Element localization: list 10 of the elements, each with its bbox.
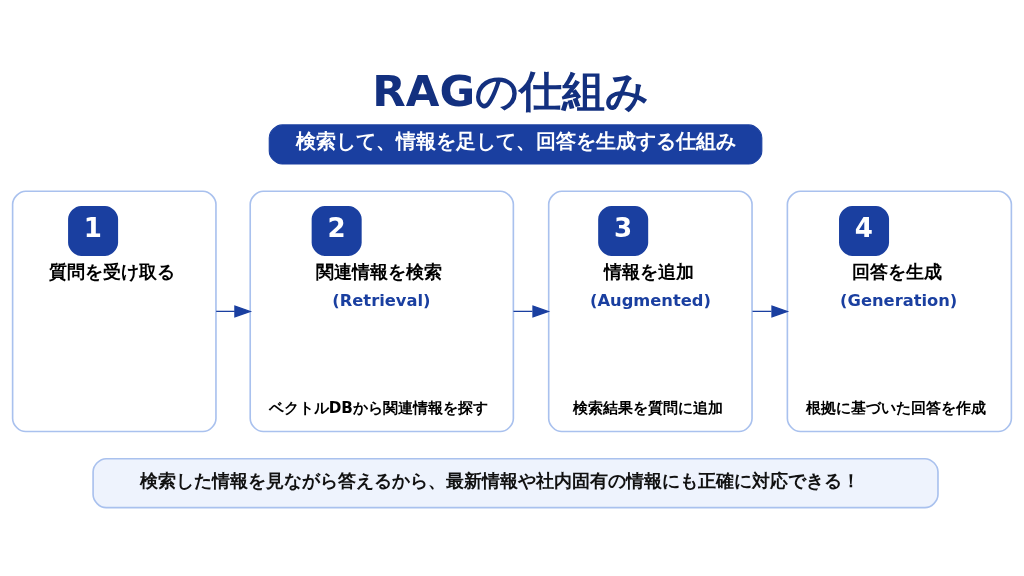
node-box: 3 情報を追加 (Augmented) 検索結果を質問に追加: [547, 190, 753, 433]
node-box: 検索した情報を見ながら答えるから、最新情報や社内固有の情報にも正確に対応できる！: [92, 457, 939, 509]
node-box: 2 関連情報を検索 (Retrieval) ベクトルDBから関連情報を探す: [249, 190, 515, 433]
diagram-title: RAGの仕組み: [372, 66, 650, 117]
node-box: 1 質問を受け取る: [11, 190, 217, 433]
node-box: 検索して、情報を足して、回答を生成する仕組み: [268, 124, 763, 165]
arrow: [512, 305, 551, 318]
node-box: 4 回答を生成 (Generation) 根拠に基づいた回答を作成: [786, 190, 1013, 433]
arrow: [751, 305, 790, 318]
arrow: [215, 305, 253, 318]
